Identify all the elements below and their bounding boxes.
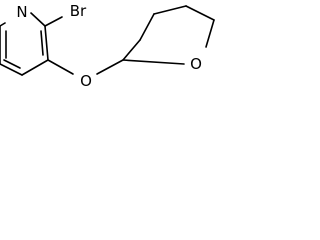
bond-o-c2prime	[96, 59, 124, 75]
bond-n1-c6	[0, 22, 6, 27]
bond-n1-c2	[30, 12, 46, 27]
bond-c3prime-c4prime	[139, 13, 155, 41]
nitrogen-atom: N	[16, 3, 27, 21]
bond-c4prime-c5prime	[153, 5, 187, 15]
ring-oxygen-atom: O	[190, 55, 202, 73]
ether-oxygen-atom: O	[80, 72, 92, 90]
bond-c3-c4	[21, 59, 49, 76]
bond-o-c2prime-ring	[122, 59, 185, 65]
bromine-atom: Br	[70, 2, 87, 20]
bond-c2prime-c3prime	[122, 39, 141, 61]
bond-c2-c3	[44, 25, 49, 61]
molecule-structure: N Br O O	[0, 2, 215, 90]
bond-c3-o	[47, 59, 74, 75]
bond-c2-br	[44, 16, 63, 27]
bond-c5prime-c6prime	[185, 5, 215, 21]
pyridine-ring	[0, 12, 49, 76]
tetrahydropyran-ring	[122, 5, 215, 65]
bond-c3-c2-inner	[40, 30, 44, 56]
bond-c4-c5	[0, 63, 23, 76]
bond-c4-c5-inner	[3, 59, 21, 69]
bond-c6prime-o	[205, 19, 215, 48]
